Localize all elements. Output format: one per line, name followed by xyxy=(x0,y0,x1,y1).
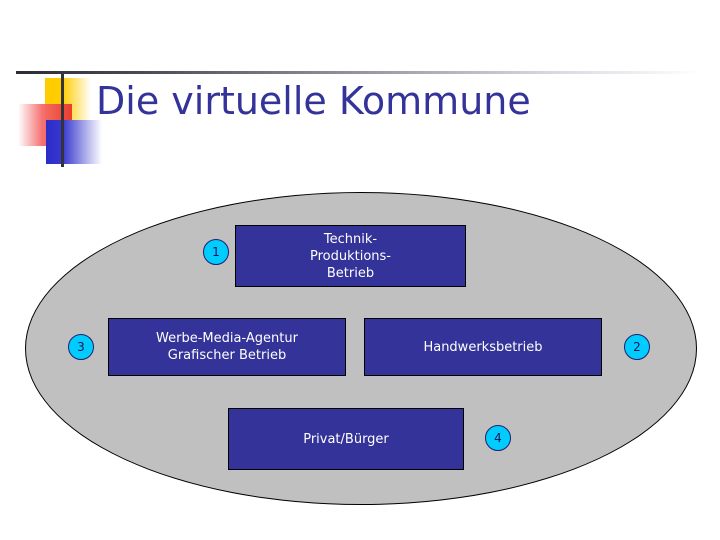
node-handwerksbetrieb[interactable]: Handwerksbetrieb xyxy=(364,318,602,376)
marker-badge-4[interactable]: 4 xyxy=(485,425,511,451)
vertical-rule-icon xyxy=(61,72,64,167)
marker-badge-2[interactable]: 2 xyxy=(624,334,650,360)
node-privat-buerger[interactable]: Privat/Bürger xyxy=(228,408,464,470)
blue-square-icon xyxy=(46,120,102,164)
node-werbe-media-agentur[interactable]: Werbe-Media-Agentur Grafischer Betrieb xyxy=(108,318,346,376)
node-technik-produktions-betrieb[interactable]: Technik- Produktions- Betrieb xyxy=(235,225,466,287)
slide-title: Die virtuelle Kommune xyxy=(96,79,531,123)
marker-badge-1[interactable]: 1 xyxy=(203,239,229,265)
title-underline-rule xyxy=(16,71,702,74)
marker-badge-3[interactable]: 3 xyxy=(68,334,94,360)
decorative-logo-mark xyxy=(18,72,114,167)
